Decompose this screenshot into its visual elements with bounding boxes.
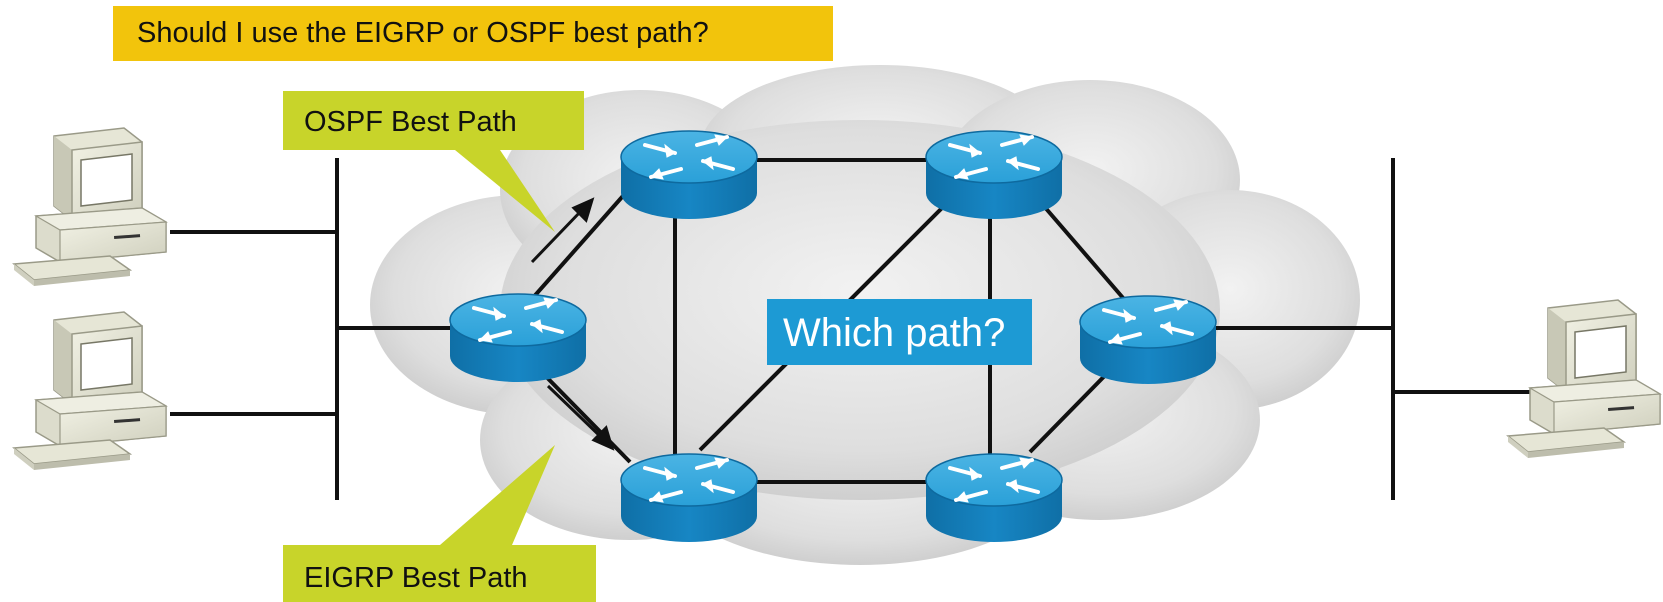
pc-left-bottom xyxy=(13,311,167,471)
eigrp-callout-label: EIGRP Best Path xyxy=(304,562,528,594)
router-bottom-right xyxy=(924,452,1064,544)
eigrp-path-arrow xyxy=(546,384,615,451)
router-top-left xyxy=(619,129,759,221)
router-edge-right xyxy=(1078,294,1218,386)
question-banner: Should I use the EIGRP or OSPF best path… xyxy=(113,6,833,61)
ospf-callout: OSPF Best Path xyxy=(283,91,584,232)
ospf-callout-label: OSPF Best Path xyxy=(304,106,517,138)
router-edge-left xyxy=(448,292,588,384)
pc-left-top xyxy=(13,127,167,287)
which-path-label: Which path? xyxy=(767,299,1032,365)
ospf-path-arrow xyxy=(530,197,595,264)
router-bottom-left xyxy=(619,452,759,544)
lan-links xyxy=(170,158,1540,500)
pc-right xyxy=(1507,299,1661,459)
router-top-right xyxy=(924,129,1064,221)
which-path-text: Which path? xyxy=(783,311,1005,355)
question-text: Should I use the EIGRP or OSPF best path… xyxy=(137,17,709,49)
eigrp-callout: EIGRP Best Path xyxy=(283,445,596,602)
